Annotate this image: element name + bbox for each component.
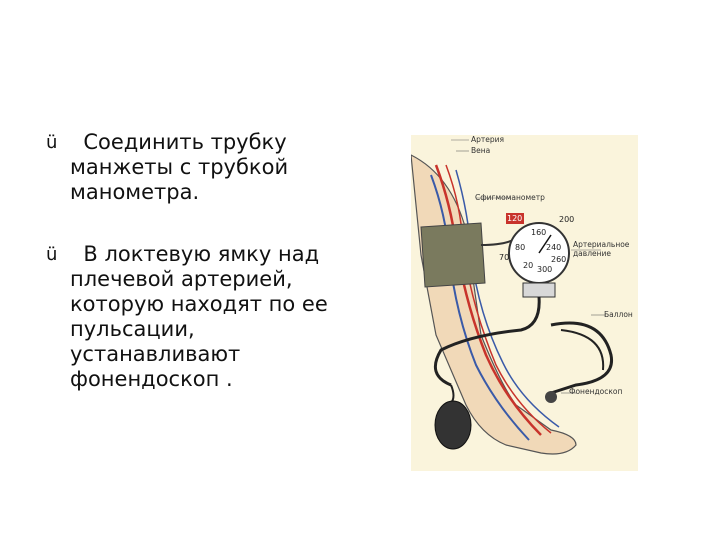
bulb <box>434 400 472 450</box>
label-bulb: Баллон <box>604 310 633 319</box>
dial-tick: 200 <box>559 215 575 224</box>
dial-tick: 20 <box>523 261 534 270</box>
red-reading <box>506 213 524 224</box>
artery-line <box>445 164 552 434</box>
label-artery: Артерия <box>471 135 505 144</box>
dial-tick: 70 <box>499 253 510 262</box>
dial-tick: 260 <box>551 255 567 264</box>
dial-tick: 160 <box>531 228 547 237</box>
label-vein: Вена <box>471 146 491 155</box>
checkmark-icon: ü <box>46 244 58 265</box>
artery-line <box>434 164 542 436</box>
checkmark-icon: ü <box>46 132 58 153</box>
vein-line <box>430 174 530 441</box>
stethoscope-head <box>545 391 557 403</box>
bullet-text: В локтевую ямку над плечевой артерией, к… <box>70 242 328 391</box>
arm-diagram <box>411 139 614 455</box>
bullet-item: ü В локтевую ямку над плечевой артерией,… <box>46 242 346 392</box>
manometer-body <box>522 282 556 298</box>
dial-tick: 80 <box>515 243 526 252</box>
dial-red-value: 120 <box>507 214 523 223</box>
label-arterial-pressure: Артериальное давление <box>573 240 630 258</box>
dial-tick: 300 <box>537 265 553 274</box>
label-stethoscope: Фонендоскоп <box>569 387 623 396</box>
stethoscope-tube <box>550 321 614 395</box>
blood-pressure-illustration: Артерия Вена Сфигмоманометр Артериальное… <box>411 135 638 471</box>
cuff <box>420 222 486 288</box>
dial-tick: 240 <box>546 243 562 252</box>
label-sphygmomanometer: Сфигмоманометр <box>475 193 545 202</box>
stethoscope-tube <box>433 296 541 387</box>
bullet-item: ü Соединить трубку манжеты с трубкой ман… <box>46 130 346 205</box>
bulb-tube <box>450 384 455 404</box>
bullet-text: Соединить трубку манжеты с трубкой маном… <box>70 130 289 204</box>
vein-line <box>455 169 560 428</box>
